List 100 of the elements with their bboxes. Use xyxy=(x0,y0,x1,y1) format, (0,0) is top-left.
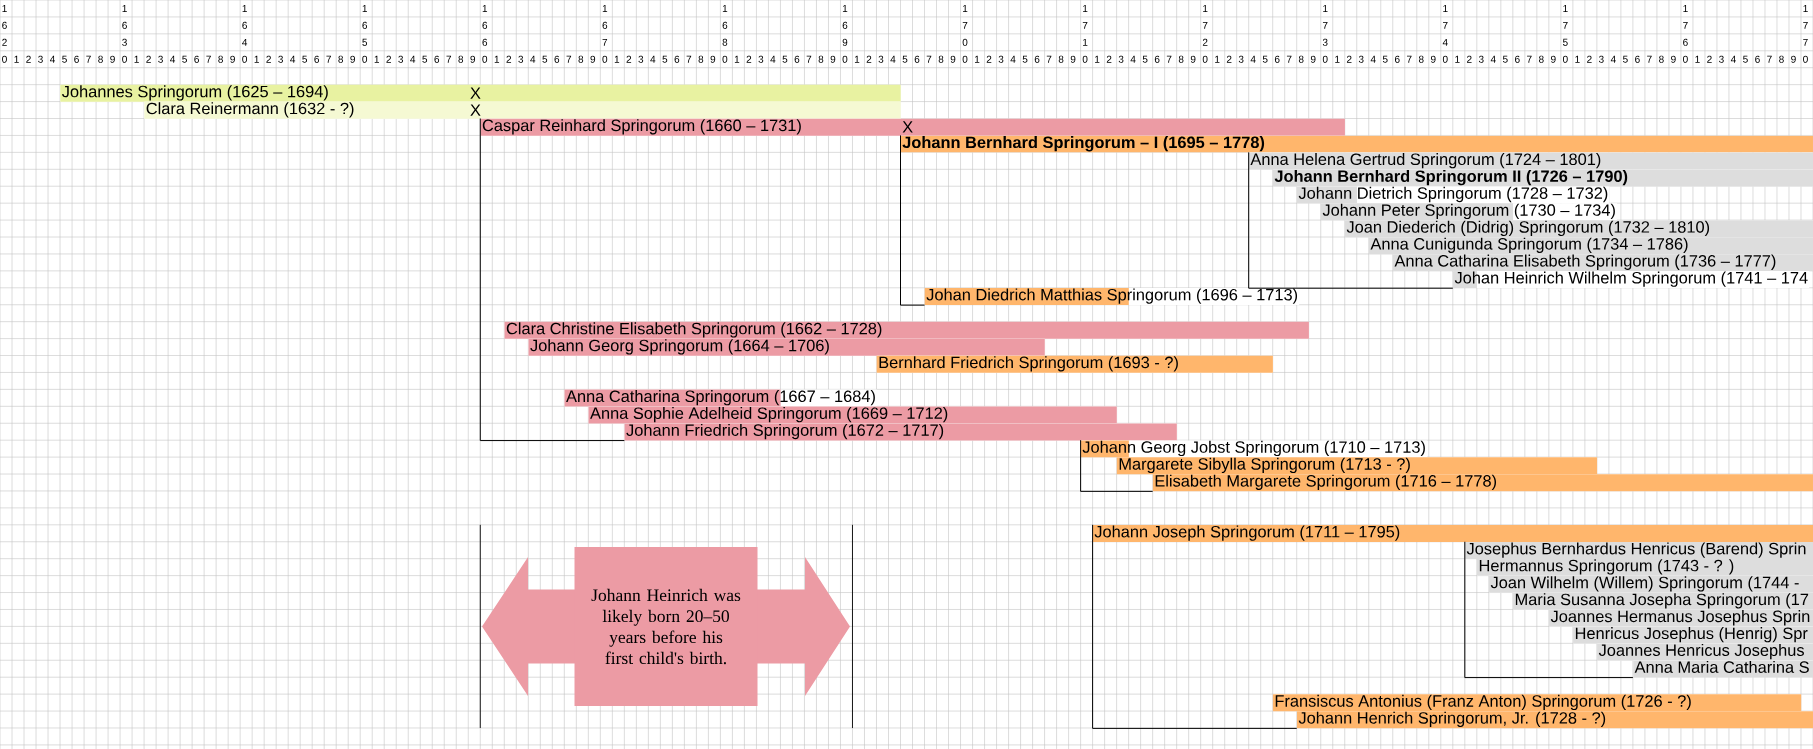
year-digit: 9 xyxy=(830,55,836,63)
year-digit: 9 xyxy=(1791,55,1796,63)
year-digit: 7 xyxy=(1407,55,1412,63)
year-digit: 1 xyxy=(1083,38,1088,46)
year-digit: 5 xyxy=(1382,55,1388,63)
year-digit: 6 xyxy=(1515,55,1520,63)
year-digit: 4 xyxy=(50,55,55,63)
year-digit: 1 xyxy=(602,5,608,12)
year-digit: 8 xyxy=(818,55,824,63)
year-digit: 4 xyxy=(770,55,776,63)
year-digit: 8 xyxy=(938,55,944,63)
year-digit: 7 xyxy=(1286,55,1292,63)
year-digit: 4 xyxy=(1610,55,1616,63)
year-digit: 0 xyxy=(1202,55,1208,63)
year-digit: 1 xyxy=(842,5,848,12)
year-digit: 8 xyxy=(722,38,728,46)
year-digit: 3 xyxy=(1478,55,1484,63)
year-digit: 1 xyxy=(482,5,488,12)
year-digit: 6 xyxy=(554,55,560,63)
year-digit: 4 xyxy=(170,55,176,63)
year-digit: 6 xyxy=(242,21,247,29)
year-digit: 8 xyxy=(1178,55,1184,63)
year-digit: 4 xyxy=(1010,55,1016,63)
year-digit: 7 xyxy=(1322,21,1328,29)
year-digit: 2 xyxy=(1202,38,1208,46)
year-digit: 8 xyxy=(1659,55,1664,63)
tree-line xyxy=(1464,541,1634,679)
year-digit: 6 xyxy=(362,21,368,29)
year-digit: 5 xyxy=(1743,55,1748,63)
year-digit: 1 xyxy=(1455,55,1460,63)
year-digit: 4 xyxy=(650,55,656,63)
year-digit: 1 xyxy=(854,55,860,63)
note-box: Johann Heinrich was likely born 20–50 years before his first child's birth. xyxy=(574,547,758,706)
year-digit: 6 xyxy=(794,55,800,63)
year-digit: 8 xyxy=(1539,55,1544,63)
year-digit: 2 xyxy=(266,55,271,63)
year-digit: 6 xyxy=(1683,38,1688,46)
year-digit: 7 xyxy=(806,55,812,63)
year-digit: 0 xyxy=(2,55,7,63)
year-digit: 0 xyxy=(962,38,968,46)
year-digit: 3 xyxy=(878,55,884,63)
year-digit: 7 xyxy=(566,55,572,63)
year-digit: 0 xyxy=(482,55,488,63)
year-digit: 2 xyxy=(1707,55,1712,63)
year-digit: 1 xyxy=(1575,55,1580,63)
tree-line xyxy=(479,118,625,442)
year-digit: 2 xyxy=(386,55,391,63)
person-bar: Johann Peter Springorum (1730 – 1734) xyxy=(1320,203,1617,221)
year-digit: 6 xyxy=(1395,55,1400,63)
year-digit: 9 xyxy=(842,38,848,46)
year-digit: 5 xyxy=(1623,55,1628,63)
year-digit: 5 xyxy=(1142,55,1148,63)
person-bar: Fransiscus Antonius (Franz Anton) Springorum (1726 - ?) xyxy=(1272,694,1802,712)
year-digit: 3 xyxy=(278,55,283,63)
tree-line xyxy=(1092,524,1298,729)
year-digit: 3 xyxy=(998,55,1004,63)
person-bar: Johann Henrich Springorum, Jr. (1728 - ?) xyxy=(1296,711,1813,729)
year-digit: 1 xyxy=(1695,55,1700,63)
year-digit: 1 xyxy=(1335,55,1340,63)
year-digit: 4 xyxy=(1250,55,1256,63)
year-digit: 1 xyxy=(1323,5,1328,12)
year-digit: 1 xyxy=(254,55,259,63)
year-digit: 4 xyxy=(1442,38,1448,46)
year-digit: 6 xyxy=(122,21,127,29)
year-digit: 8 xyxy=(458,55,464,63)
year-digit: 2 xyxy=(146,55,151,63)
year-digit: 5 xyxy=(182,55,187,63)
year-digit: 1 xyxy=(14,55,19,63)
year-digit: 5 xyxy=(662,55,668,63)
year-digit: 0 xyxy=(842,55,848,63)
year-digit: 7 xyxy=(326,55,331,63)
year-digit: 6 xyxy=(482,38,488,46)
year-digit: 1 xyxy=(122,5,127,12)
year-digit: 7 xyxy=(86,55,91,63)
year-digit: 2 xyxy=(26,55,31,63)
year-digit: 1 xyxy=(734,55,740,63)
year-digit: 9 xyxy=(110,55,115,63)
year-digit: 6 xyxy=(482,21,488,29)
year-digit: 7 xyxy=(446,55,452,63)
year-digit: 7 xyxy=(1647,55,1652,63)
year-digit: 9 xyxy=(710,55,716,63)
year-digit: 2 xyxy=(1346,55,1352,63)
year-digit: 2 xyxy=(746,55,752,63)
year-digit: 5 xyxy=(782,55,788,63)
year-digit: 2 xyxy=(626,55,632,63)
year-digit: 1 xyxy=(1443,5,1448,12)
year-digit: 9 xyxy=(1551,55,1556,63)
year-digit: 5 xyxy=(62,55,67,63)
year-digit: 8 xyxy=(1418,55,1424,63)
year-digit: 6 xyxy=(314,55,319,63)
year-digit: 1 xyxy=(1203,5,1208,12)
year-digit: 1 xyxy=(242,5,247,12)
year-digit: 7 xyxy=(1166,55,1172,63)
year-digit: 2 xyxy=(986,55,992,63)
year-digit: 3 xyxy=(518,55,524,63)
year-digit: 6 xyxy=(1154,55,1160,63)
person-bar: Elisabeth Margarete Springorum (1716 – 1778) xyxy=(1152,474,1813,492)
year-digit: 8 xyxy=(1298,55,1304,63)
year-digit: 1 xyxy=(963,5,968,12)
year-digit: 1 xyxy=(2,5,7,12)
